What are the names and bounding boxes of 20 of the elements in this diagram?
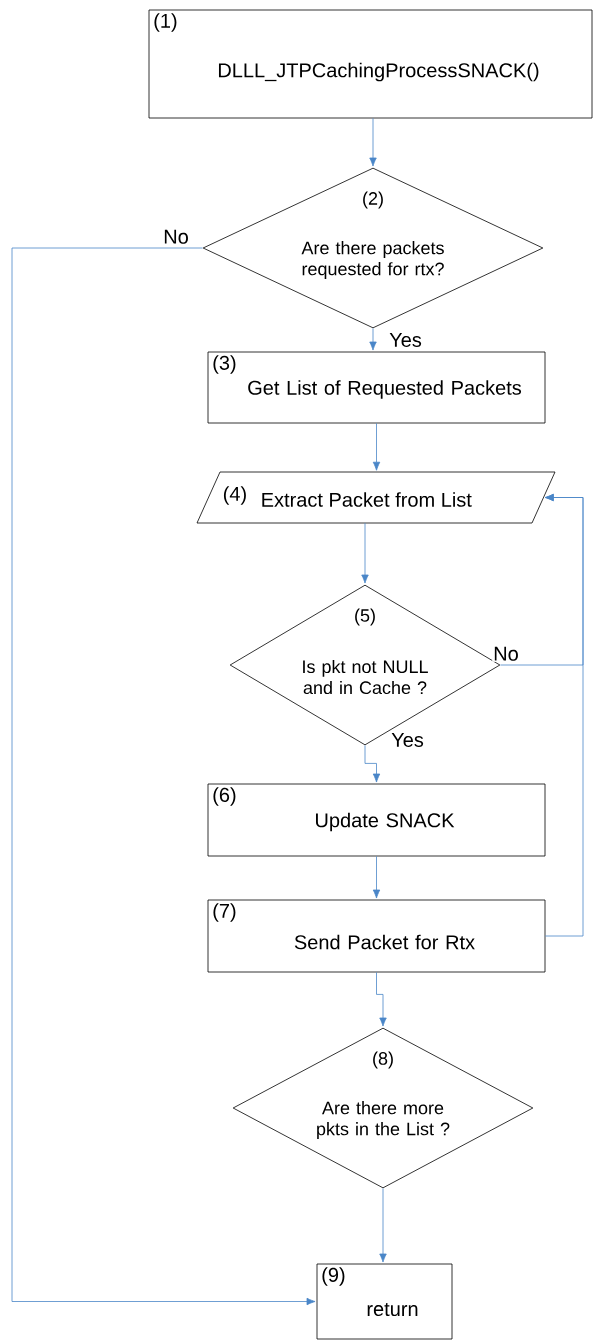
data-parallelogram: (4) Extract Packet from List — [196, 471, 556, 524]
arrow — [361, 522, 369, 584]
process-box: (6) Update SNACK — [207, 783, 546, 857]
arrow — [369, 118, 377, 167]
arrow — [500, 493, 584, 666]
process-box: (3) Get List of Requested Packets — [207, 351, 546, 424]
arrow — [364, 745, 381, 783]
arrow — [379, 1188, 387, 1263]
edge-label: No — [492, 645, 520, 662]
edge-label: Yes — [388, 332, 423, 348]
edge-label: Yes — [390, 732, 425, 748]
arrow — [369, 328, 377, 351]
arrow — [11, 247, 316, 1306]
process-box: (7) Send Packet for Rtx — [207, 899, 546, 973]
process-box: (1) DLLL_JTPCachingProcessSNACK() — [148, 9, 593, 119]
arrow — [372, 856, 381, 899]
arrow — [376, 972, 387, 1027]
arrow — [372, 423, 381, 471]
edge-label: No — [162, 228, 190, 245]
process-box: (9) return — [316, 1263, 453, 1340]
